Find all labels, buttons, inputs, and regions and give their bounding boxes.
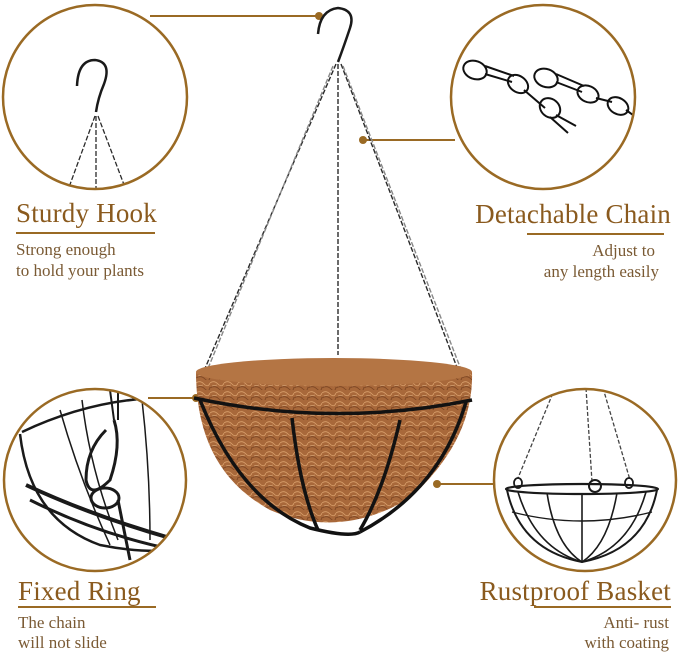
connector-lines (148, 15, 493, 485)
feature-desc-line: Adjust to (592, 241, 655, 260)
feature-desc-line: with coating (584, 633, 669, 652)
chain-links-closeup-icon (449, 3, 637, 191)
ring-closeup-icon (2, 387, 188, 573)
feature-desc-line: to hold your plants (16, 261, 144, 280)
feature-desc-line: Anti- rust (603, 613, 669, 632)
feature-underline (16, 232, 155, 234)
feature-underline (534, 606, 671, 608)
feature-desc-line: will not slide (18, 633, 107, 652)
feature-underline (18, 606, 156, 608)
feature-desc-line: Strong enough (16, 240, 116, 259)
feature-title-fixed-ring: Fixed Ring (18, 576, 141, 606)
feature-title-sturdy-hook: Sturdy Hook (16, 198, 157, 228)
feature-title-rustproof-basket: Rustproof Basket (479, 576, 671, 606)
hanging-basket-icon (193, 6, 473, 536)
feature-desc-line: The chain (18, 613, 86, 632)
wire-basket-icon (492, 387, 678, 573)
feature-title-detachable-chain: Detachable Chain (475, 199, 671, 229)
feature-desc-line: any length easily (543, 262, 659, 281)
hook-closeup-icon (1, 3, 189, 191)
feature-underline (527, 233, 664, 235)
